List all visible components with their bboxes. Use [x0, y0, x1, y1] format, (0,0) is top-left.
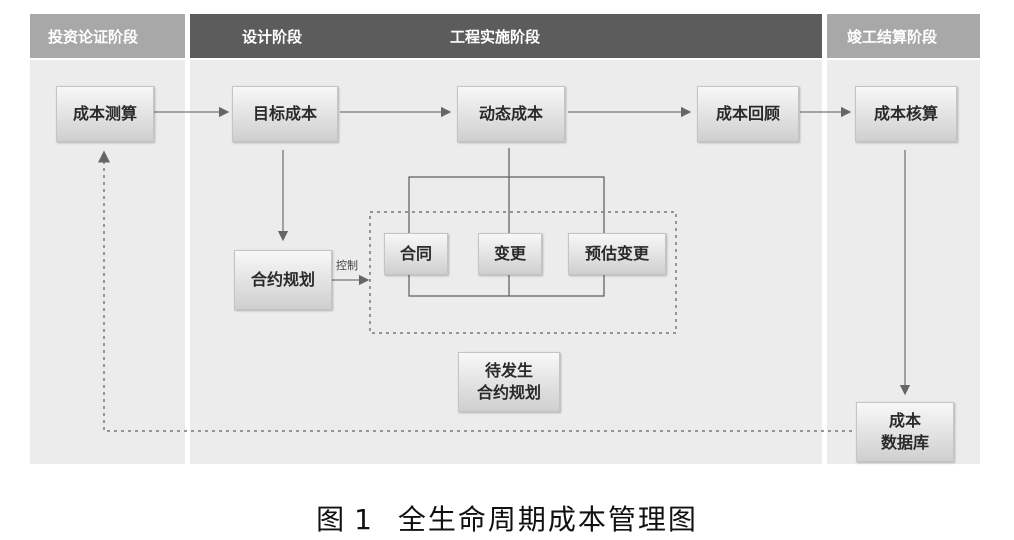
box-change: 变更	[478, 233, 542, 275]
caption-number: 1	[354, 503, 374, 536]
box-cost-estimate: 成本测算	[56, 86, 154, 142]
pending-line-1: 待发生	[484, 361, 533, 380]
dotted-group-box	[369, 211, 677, 334]
phase-label-construction: 工程实施阶段	[450, 28, 541, 46]
phase-header-design-construction: 设计阶段 工程实施阶段	[190, 14, 822, 58]
control-label: 控制	[336, 259, 358, 272]
box-contract-plan: 合约规划	[234, 250, 332, 310]
dotted-feedback-path	[98, 150, 852, 432]
caption-prefix: 图	[316, 503, 347, 536]
database-line-1: 成本	[888, 411, 921, 430]
caption-title: 全生命周期成本管理图	[397, 503, 698, 536]
box-cost-database: 成本 数据库	[856, 402, 954, 462]
box-contract: 合同	[384, 233, 448, 275]
box-cost-review: 成本回顾	[697, 86, 799, 142]
phase-label-investment: 投资论证阶段	[48, 28, 139, 46]
phase-header-settlement: 竣工结算阶段	[827, 14, 980, 58]
box-dynamic-cost: 动态成本	[457, 86, 565, 142]
box-pending-contract-plan: 待发生 合约规划	[458, 352, 560, 412]
phase-header-investment: 投资论证阶段	[30, 14, 185, 58]
database-line-2: 数据库	[880, 433, 929, 452]
box-cost-accounting: 成本核算	[855, 86, 957, 142]
phase-label-settlement: 竣工结算阶段	[847, 28, 938, 46]
box-estimated-change: 预估变更	[568, 233, 666, 275]
phase-label-design: 设计阶段	[242, 28, 303, 46]
pending-line-2: 合约规划	[476, 383, 541, 402]
box-target-cost: 目标成本	[232, 86, 338, 142]
